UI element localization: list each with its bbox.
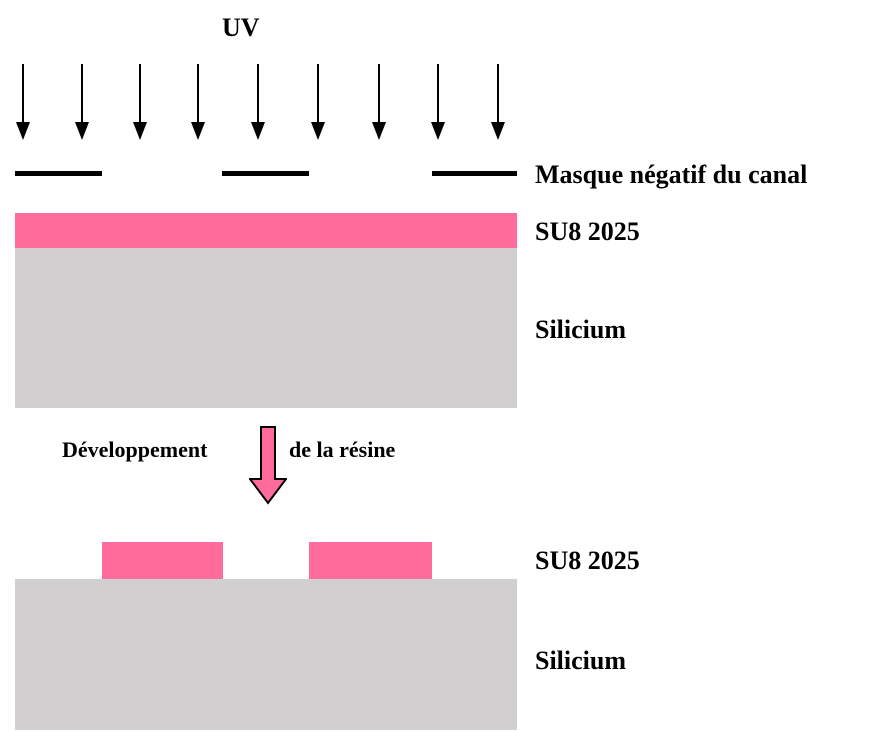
mask-segment-left — [15, 171, 102, 176]
uv-arrow-3 — [133, 64, 147, 140]
silicon-label-top: Silicium — [535, 315, 627, 344]
process-label-right: de la résine — [289, 437, 396, 462]
uv-arrow-7 — [372, 64, 386, 140]
silicon-layer-bottom — [15, 579, 517, 730]
silicon-layer-top — [15, 248, 517, 408]
su8-layer-top — [15, 213, 517, 248]
su8-block-right — [309, 542, 432, 579]
mask-label: Masque négatif du canal — [535, 160, 808, 189]
process-down-arrow — [249, 426, 287, 505]
uv-arrow-4 — [191, 64, 205, 140]
uv-arrow-9 — [491, 64, 505, 140]
mask-segment-middle — [222, 171, 309, 176]
uv-arrow-8 — [431, 64, 445, 140]
uv-arrow-6 — [311, 64, 325, 140]
mask-segment-right — [432, 171, 517, 176]
uv-label: UV — [222, 13, 260, 42]
su8-label-bottom: SU8 2025 — [535, 546, 640, 575]
uv-arrow-1 — [16, 64, 30, 140]
silicon-label-bottom: Silicium — [535, 646, 627, 675]
su8-label-top: SU8 2025 — [535, 217, 640, 246]
uv-arrow-5 — [251, 64, 265, 140]
su8-block-left — [102, 542, 223, 579]
process-label-left: Développement — [62, 437, 208, 462]
uv-arrow-2 — [75, 64, 89, 140]
